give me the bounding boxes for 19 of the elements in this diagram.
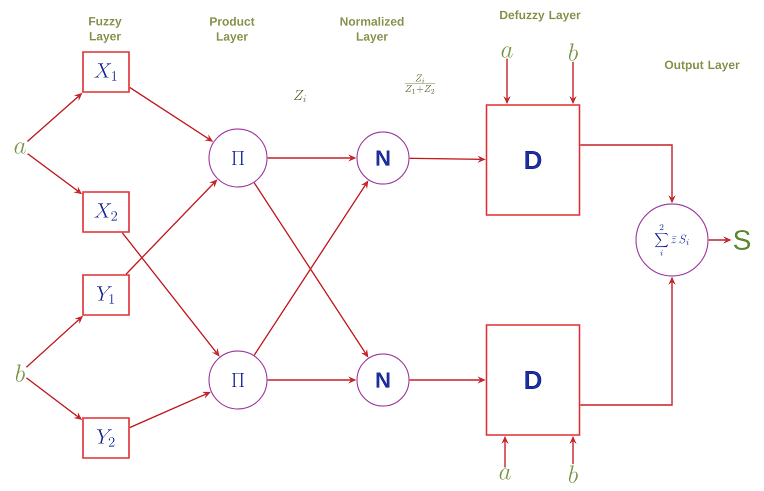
- layer-heading: Output Layer: [664, 60, 740, 72]
- input-variable: $b$: [568, 43, 578, 61]
- output-label: S: [734, 230, 750, 250]
- formula-label: $Z_{i}$: [294, 90, 306, 102]
- layer-heading: Normalized Layer: [340, 16, 404, 44]
- fuzzy-box: $Y_{2}$: [82, 417, 130, 459]
- defuzzy-box: D: [486, 104, 580, 216]
- fuzzy-box: $X_{2}$: [82, 191, 130, 233]
- formula-label: $\frac{Z_{i}}{Z_{1} + Z_{2}}$: [404, 74, 436, 94]
- fuzzy-box: $X_{1}$: [82, 51, 130, 93]
- input-variable: $a$: [500, 468, 511, 480]
- defuzzy-box: D: [486, 324, 580, 436]
- layer-heading: Defuzzy Layer: [500, 10, 580, 22]
- fuzzy-box: $Y_{1}$: [82, 274, 130, 316]
- layer-heading: Product Layer: [210, 16, 255, 44]
- input-variable: $b$: [568, 465, 578, 483]
- input-variable: $a$: [502, 46, 513, 58]
- input-variable: $a$: [14, 142, 26, 154]
- input-variable: $b$: [16, 364, 25, 382]
